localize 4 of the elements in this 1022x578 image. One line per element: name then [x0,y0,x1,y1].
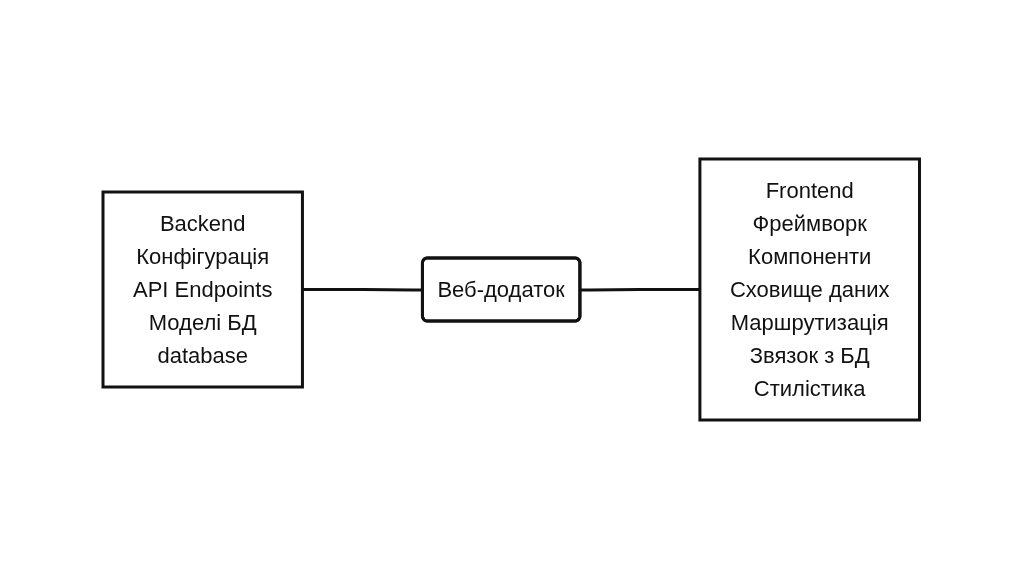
connector [302,287,423,291]
node-box: Backend Конфігурація API Endpoints Моделі БД database [101,190,304,388]
node-box: Frontend Фреймворк Компоненти Сховище даних Маршрутизація Звязок з БД Стилістика [698,157,921,421]
connector [580,287,700,291]
